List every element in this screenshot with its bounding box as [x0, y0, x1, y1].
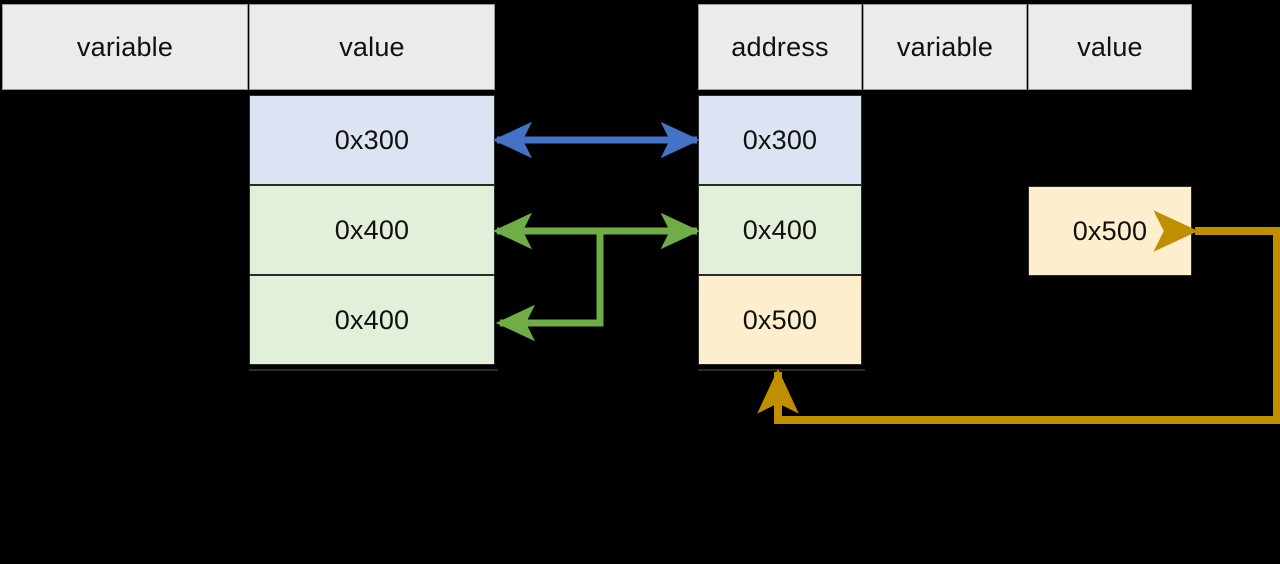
right-row-1-address: 0x400	[698, 185, 862, 275]
right-header-variable: variable	[863, 4, 1027, 90]
new-allocation-box: 0x500	[1028, 186, 1192, 276]
left-row-0-value: 0x300	[249, 95, 495, 185]
left-header-value: value	[249, 4, 495, 90]
right-row-2-address: 0x500	[698, 275, 862, 365]
right-header-address: address	[698, 4, 862, 90]
left-row-0-variable	[2, 95, 248, 185]
left-row-2-value: 0x400	[249, 275, 495, 365]
left-header-variable: variable	[2, 4, 248, 90]
green-connector-lower	[495, 231, 604, 342]
left-table-bottom-edge	[249, 369, 498, 371]
right-row-0-address: 0x300	[698, 95, 862, 185]
right-table-bottom-edge	[698, 369, 865, 371]
right-header-value: value	[1028, 4, 1192, 90]
left-row-1-value: 0x400	[249, 185, 495, 275]
left-row-2-variable	[2, 275, 248, 365]
left-row-1-variable	[2, 185, 248, 275]
